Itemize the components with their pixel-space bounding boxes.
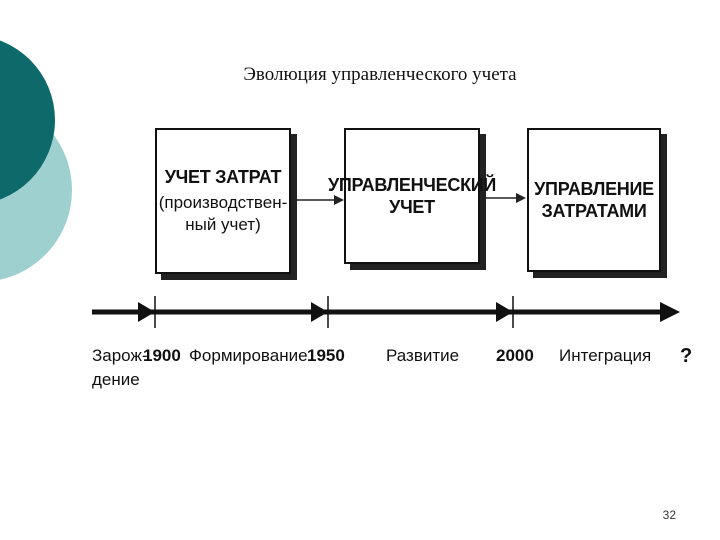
- label-formation: Формирование: [189, 346, 308, 365]
- box-management-accounting-title: УПРАВЛЕНЧЕСКИЙ УЧЕТ: [327, 174, 497, 218]
- slide-title: Эволюция управленческого учета: [243, 64, 517, 85]
- box-cost-accounting-subtitle: (производствен- ный учет): [158, 193, 288, 235]
- tick-1900-arrow: [138, 302, 155, 322]
- box-cost-management-title: УПРАВЛЕНИЕ ЗАТРАТАМИ: [534, 178, 654, 222]
- page-number: 32: [662, 508, 676, 522]
- label-year-2000: 2000: [496, 346, 534, 365]
- dark-circle: [0, 40, 55, 200]
- label-year-1950: 1950: [307, 346, 345, 365]
- timeline-end-arrow: [660, 302, 680, 322]
- box-cost-management: УПРАВЛЕНИЕ ЗАТРАТАМИ: [527, 128, 661, 272]
- tick-1950-arrow: [311, 302, 328, 322]
- label-integration: Интеграция: [559, 346, 652, 365]
- label-development: Развитие: [386, 346, 460, 365]
- box-cost-accounting-title: УЧЕТ ЗАТРАТ: [164, 166, 282, 187]
- box-management-accounting: УПРАВЛЕНЧЕСКИЙ УЧЕТ: [328, 128, 496, 264]
- connector-arrowhead-1: [334, 195, 344, 205]
- decorative-circles: [0, 40, 72, 280]
- tick-2000-arrow: [496, 302, 513, 322]
- connector-arrowhead-2: [516, 193, 526, 203]
- label-origin: Зарож- дение: [92, 346, 148, 389]
- label-year-1900: 1900: [143, 346, 181, 365]
- box-cost-accounting: УЧЕТ ЗАТРАТ (производствен- ный учет): [155, 128, 291, 274]
- label-future: ?: [680, 345, 693, 367]
